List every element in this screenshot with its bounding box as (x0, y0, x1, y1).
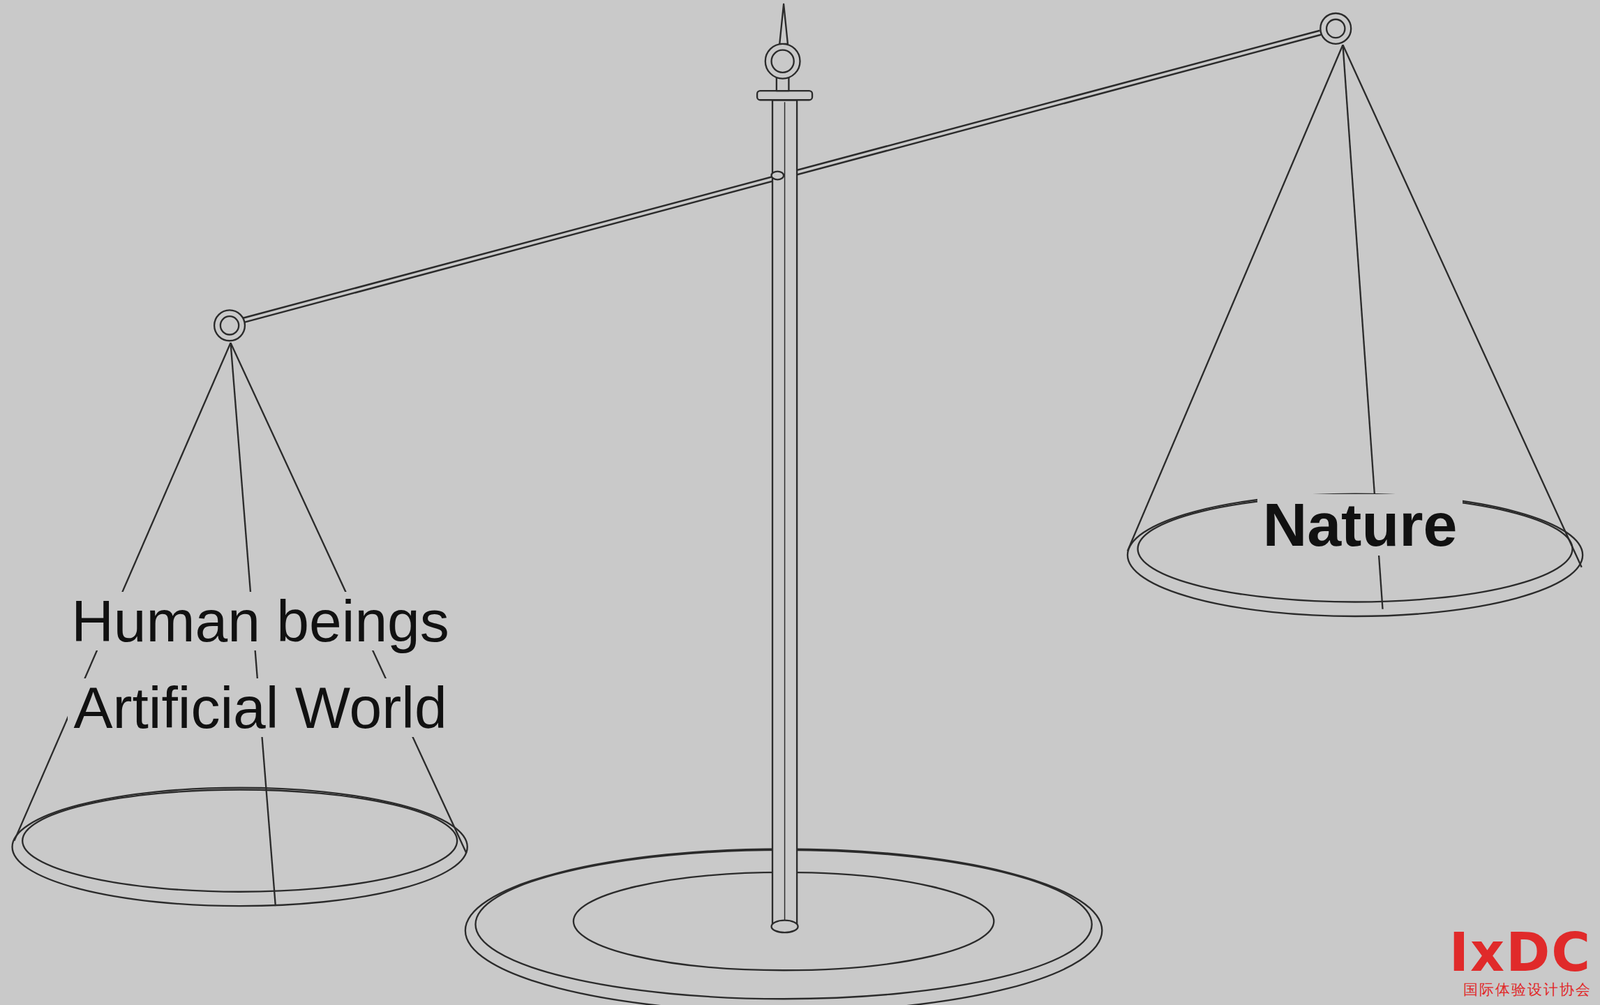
pan-string (1127, 44, 1344, 551)
pan-label: Artificial World (67, 678, 453, 737)
pan-left-outer (12, 787, 468, 907)
pan-right-ring (1320, 13, 1351, 44)
logo: IxDC国际体验设计协会 (1449, 923, 1592, 998)
pan-left-ring-inner (220, 316, 239, 335)
scale-pole-foot (771, 920, 799, 933)
scale-top-ring (765, 43, 801, 79)
pan-label: Nature (1257, 494, 1464, 556)
pan-label: Human beings (65, 591, 455, 651)
logo-wordmark: IxDC (1449, 923, 1592, 982)
pan-contents: Nature (1257, 494, 1464, 556)
scale-pivot (771, 171, 785, 181)
scale-crossbar (757, 90, 813, 100)
scale-finial (779, 4, 788, 44)
scale-neck (776, 77, 790, 91)
pan-right-outer (1127, 494, 1583, 617)
scale-pole-line (784, 101, 785, 924)
scale-top-ring-inner (771, 50, 795, 73)
pan-left-inner (22, 789, 458, 892)
pan-right-ring-inner (1326, 19, 1345, 38)
scale-pole (772, 99, 797, 926)
pan-string (1342, 44, 1582, 568)
logo-subtitle: 国际体验设计协会 (1449, 981, 1592, 998)
pan-contents: Human beingsArtificial World (65, 591, 455, 737)
pan-left-ring (214, 309, 245, 341)
